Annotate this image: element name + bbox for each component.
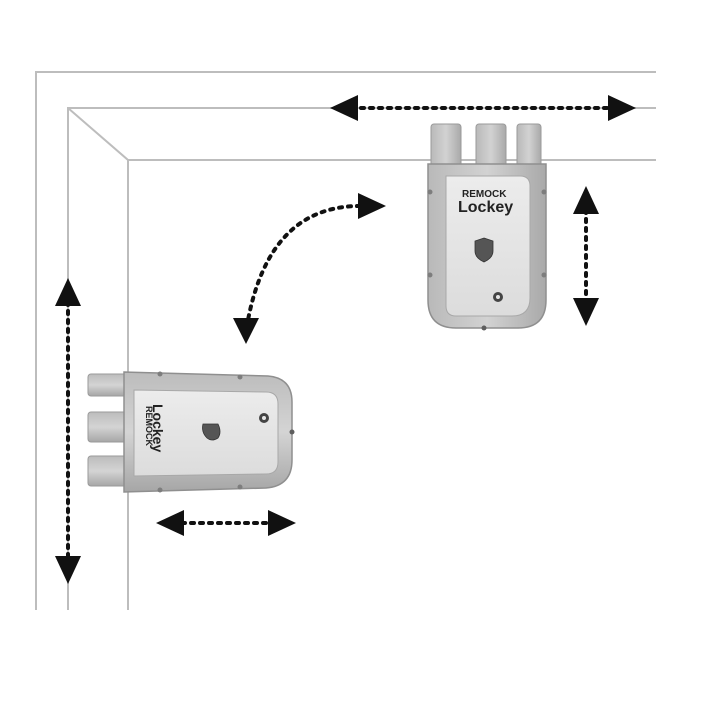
lock-top-screw-1	[427, 189, 433, 195]
arrow-head-down	[573, 298, 599, 326]
arrow-head-up	[55, 278, 81, 306]
shield-icon	[202, 423, 221, 441]
lock-top-screw-2	[427, 272, 433, 278]
lock-side-screw-3	[157, 487, 163, 493]
arrow-head-right	[608, 95, 636, 121]
lock-top-screw-4	[541, 272, 547, 278]
door-frame	[35, 71, 656, 610]
frame-middle-line	[67, 107, 656, 610]
arrow-heads	[55, 95, 636, 584]
horseshoe-logo-icon	[259, 413, 269, 423]
lock-top: REMOCK Lockey	[427, 123, 547, 331]
arrows	[66, 106, 614, 562]
lock-side-screw-4	[237, 484, 243, 490]
arrow-head-down	[55, 556, 81, 584]
curved-arrow-icon	[246, 204, 362, 322]
lock-side-screw-2	[237, 374, 243, 380]
lock-side-brand-line1: REMOCK	[144, 406, 154, 446]
arrow-head-right	[268, 510, 296, 536]
lock-top-brand-line2: Lockey	[458, 199, 513, 216]
shield-icon	[474, 237, 494, 263]
lock-side-brand-line2: Lockey	[150, 404, 166, 452]
lock-top-screw-3	[541, 189, 547, 195]
arrow-head-left	[156, 510, 184, 536]
lock-side-screw-1	[157, 371, 163, 377]
arrow-head-up	[573, 186, 599, 214]
horseshoe-logo-icon	[493, 292, 503, 302]
frame-outer-line	[35, 71, 656, 610]
arrow-head-down	[233, 318, 259, 344]
lock-side-screw-5	[289, 429, 295, 435]
arrow-head-left	[330, 95, 358, 121]
lock-top-screw-5	[481, 325, 487, 331]
lock-top-brand-line1: REMOCK	[462, 189, 507, 200]
frame-miter-line	[67, 107, 129, 161]
lock-side: REMOCK Lockey	[87, 371, 295, 493]
arrow-head-right	[358, 193, 386, 219]
